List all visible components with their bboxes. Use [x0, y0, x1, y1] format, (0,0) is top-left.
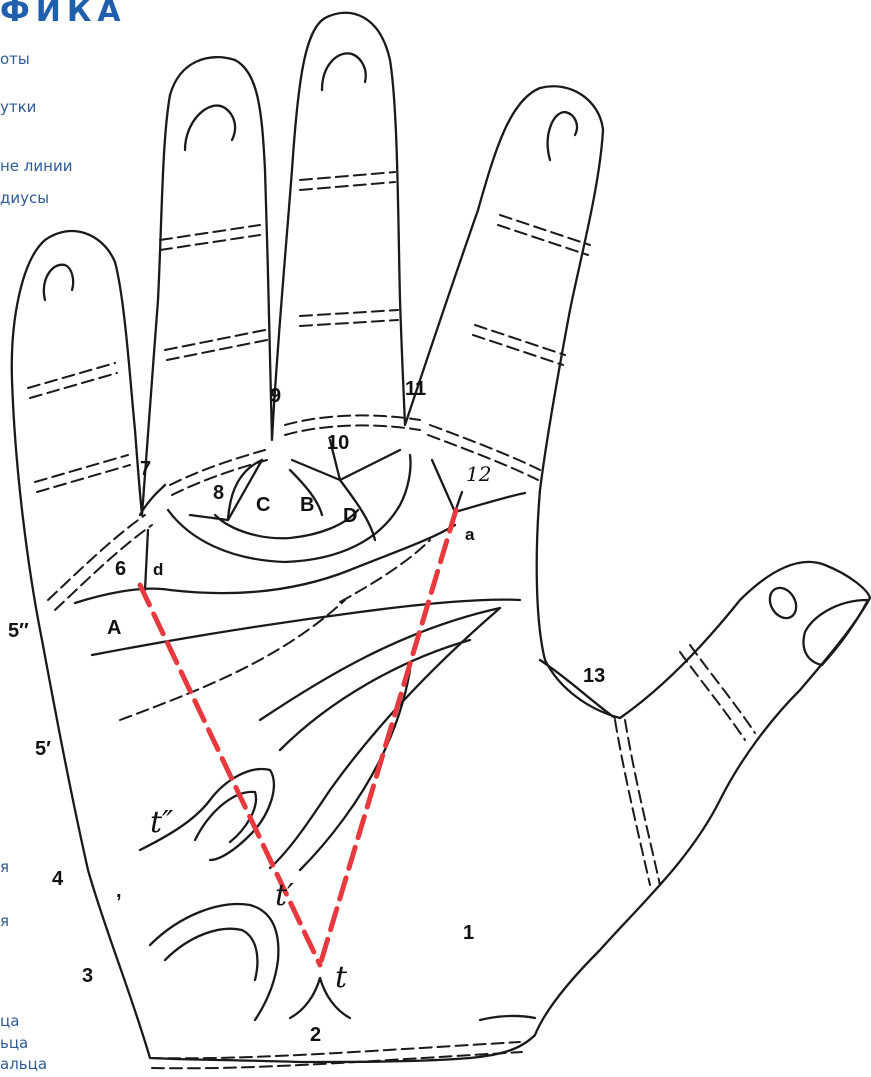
label-B: B: [300, 494, 314, 517]
label-4: 4: [52, 868, 63, 891]
whorl-little: [44, 265, 73, 300]
label-1: 1: [463, 922, 474, 945]
thenar-crease: [615, 720, 660, 885]
crease-little-1: [28, 363, 117, 398]
crease-base: [285, 415, 420, 435]
side-text-4: диусы: [0, 189, 49, 207]
long-loop-3: [300, 670, 410, 870]
loop-tp: [150, 904, 278, 1020]
label-6: 6: [115, 558, 126, 581]
side-text-7: ца: [0, 1012, 19, 1030]
loop-mid: [215, 510, 358, 538]
base-line: [480, 1016, 535, 1020]
long-loop-1: [260, 608, 500, 868]
crease-ring-2: [165, 330, 267, 360]
side-text-9: альца: [0, 1055, 47, 1073]
side-text-6: я: [0, 912, 9, 930]
label-C: C: [256, 494, 270, 517]
label-12: 12: [466, 462, 491, 486]
line-a-branch: [455, 493, 525, 512]
label-5-double-prime: 5″: [8, 620, 29, 643]
line-a-stem: [432, 460, 462, 512]
label-2: 2: [310, 1024, 321, 1047]
label-A: A: [107, 617, 121, 640]
crease-index-2: [473, 325, 565, 365]
label-t: t: [335, 960, 347, 995]
side-text-2: утки: [0, 98, 36, 116]
label-d: d: [153, 560, 163, 580]
label-D: D: [343, 505, 357, 528]
whorl-middle: [322, 53, 366, 90]
side-text-1: оты: [0, 50, 30, 68]
label-comma: ,: [116, 880, 122, 903]
whorl-ring: [185, 106, 235, 150]
crease-index-1: [498, 215, 590, 255]
side-text-5: я: [0, 858, 9, 876]
label-9: 9: [270, 385, 281, 408]
page-title-fragment: ФИКА: [0, 0, 127, 29]
hand-outline: [12, 13, 870, 1062]
label-13: 13: [583, 665, 605, 688]
crease-middle-2: [300, 310, 398, 326]
label-11: 11: [405, 378, 426, 401]
side-text-3: не линии: [0, 157, 72, 175]
side-text-8: ьца: [0, 1034, 28, 1052]
label-a: a: [465, 525, 474, 545]
crease-little-2: [35, 455, 130, 492]
palm-dash-2: [340, 540, 430, 602]
crease-middle-1: [300, 172, 395, 190]
whorl-index: [548, 112, 577, 160]
triangle-atd-right: [320, 510, 456, 965]
thumb-whorl: [765, 583, 802, 623]
thumb-crease: [680, 645, 755, 740]
triradius-c: [190, 460, 262, 520]
label-10: 10: [327, 432, 349, 455]
label-3: 3: [82, 965, 93, 988]
loop-tp-inner: [165, 929, 257, 980]
crease-ring-1: [160, 225, 260, 250]
label-5-prime: 5′: [35, 738, 51, 761]
label-t-prime: t′: [275, 878, 294, 913]
loop-tpp-inner: [195, 792, 256, 842]
label-t-double-prime: t″: [150, 805, 173, 840]
loop-outer: [168, 455, 411, 562]
label-8: 8: [213, 482, 224, 505]
thumb-nail: [804, 600, 868, 665]
label-7: 7: [140, 458, 151, 481]
line-d: [145, 530, 148, 590]
